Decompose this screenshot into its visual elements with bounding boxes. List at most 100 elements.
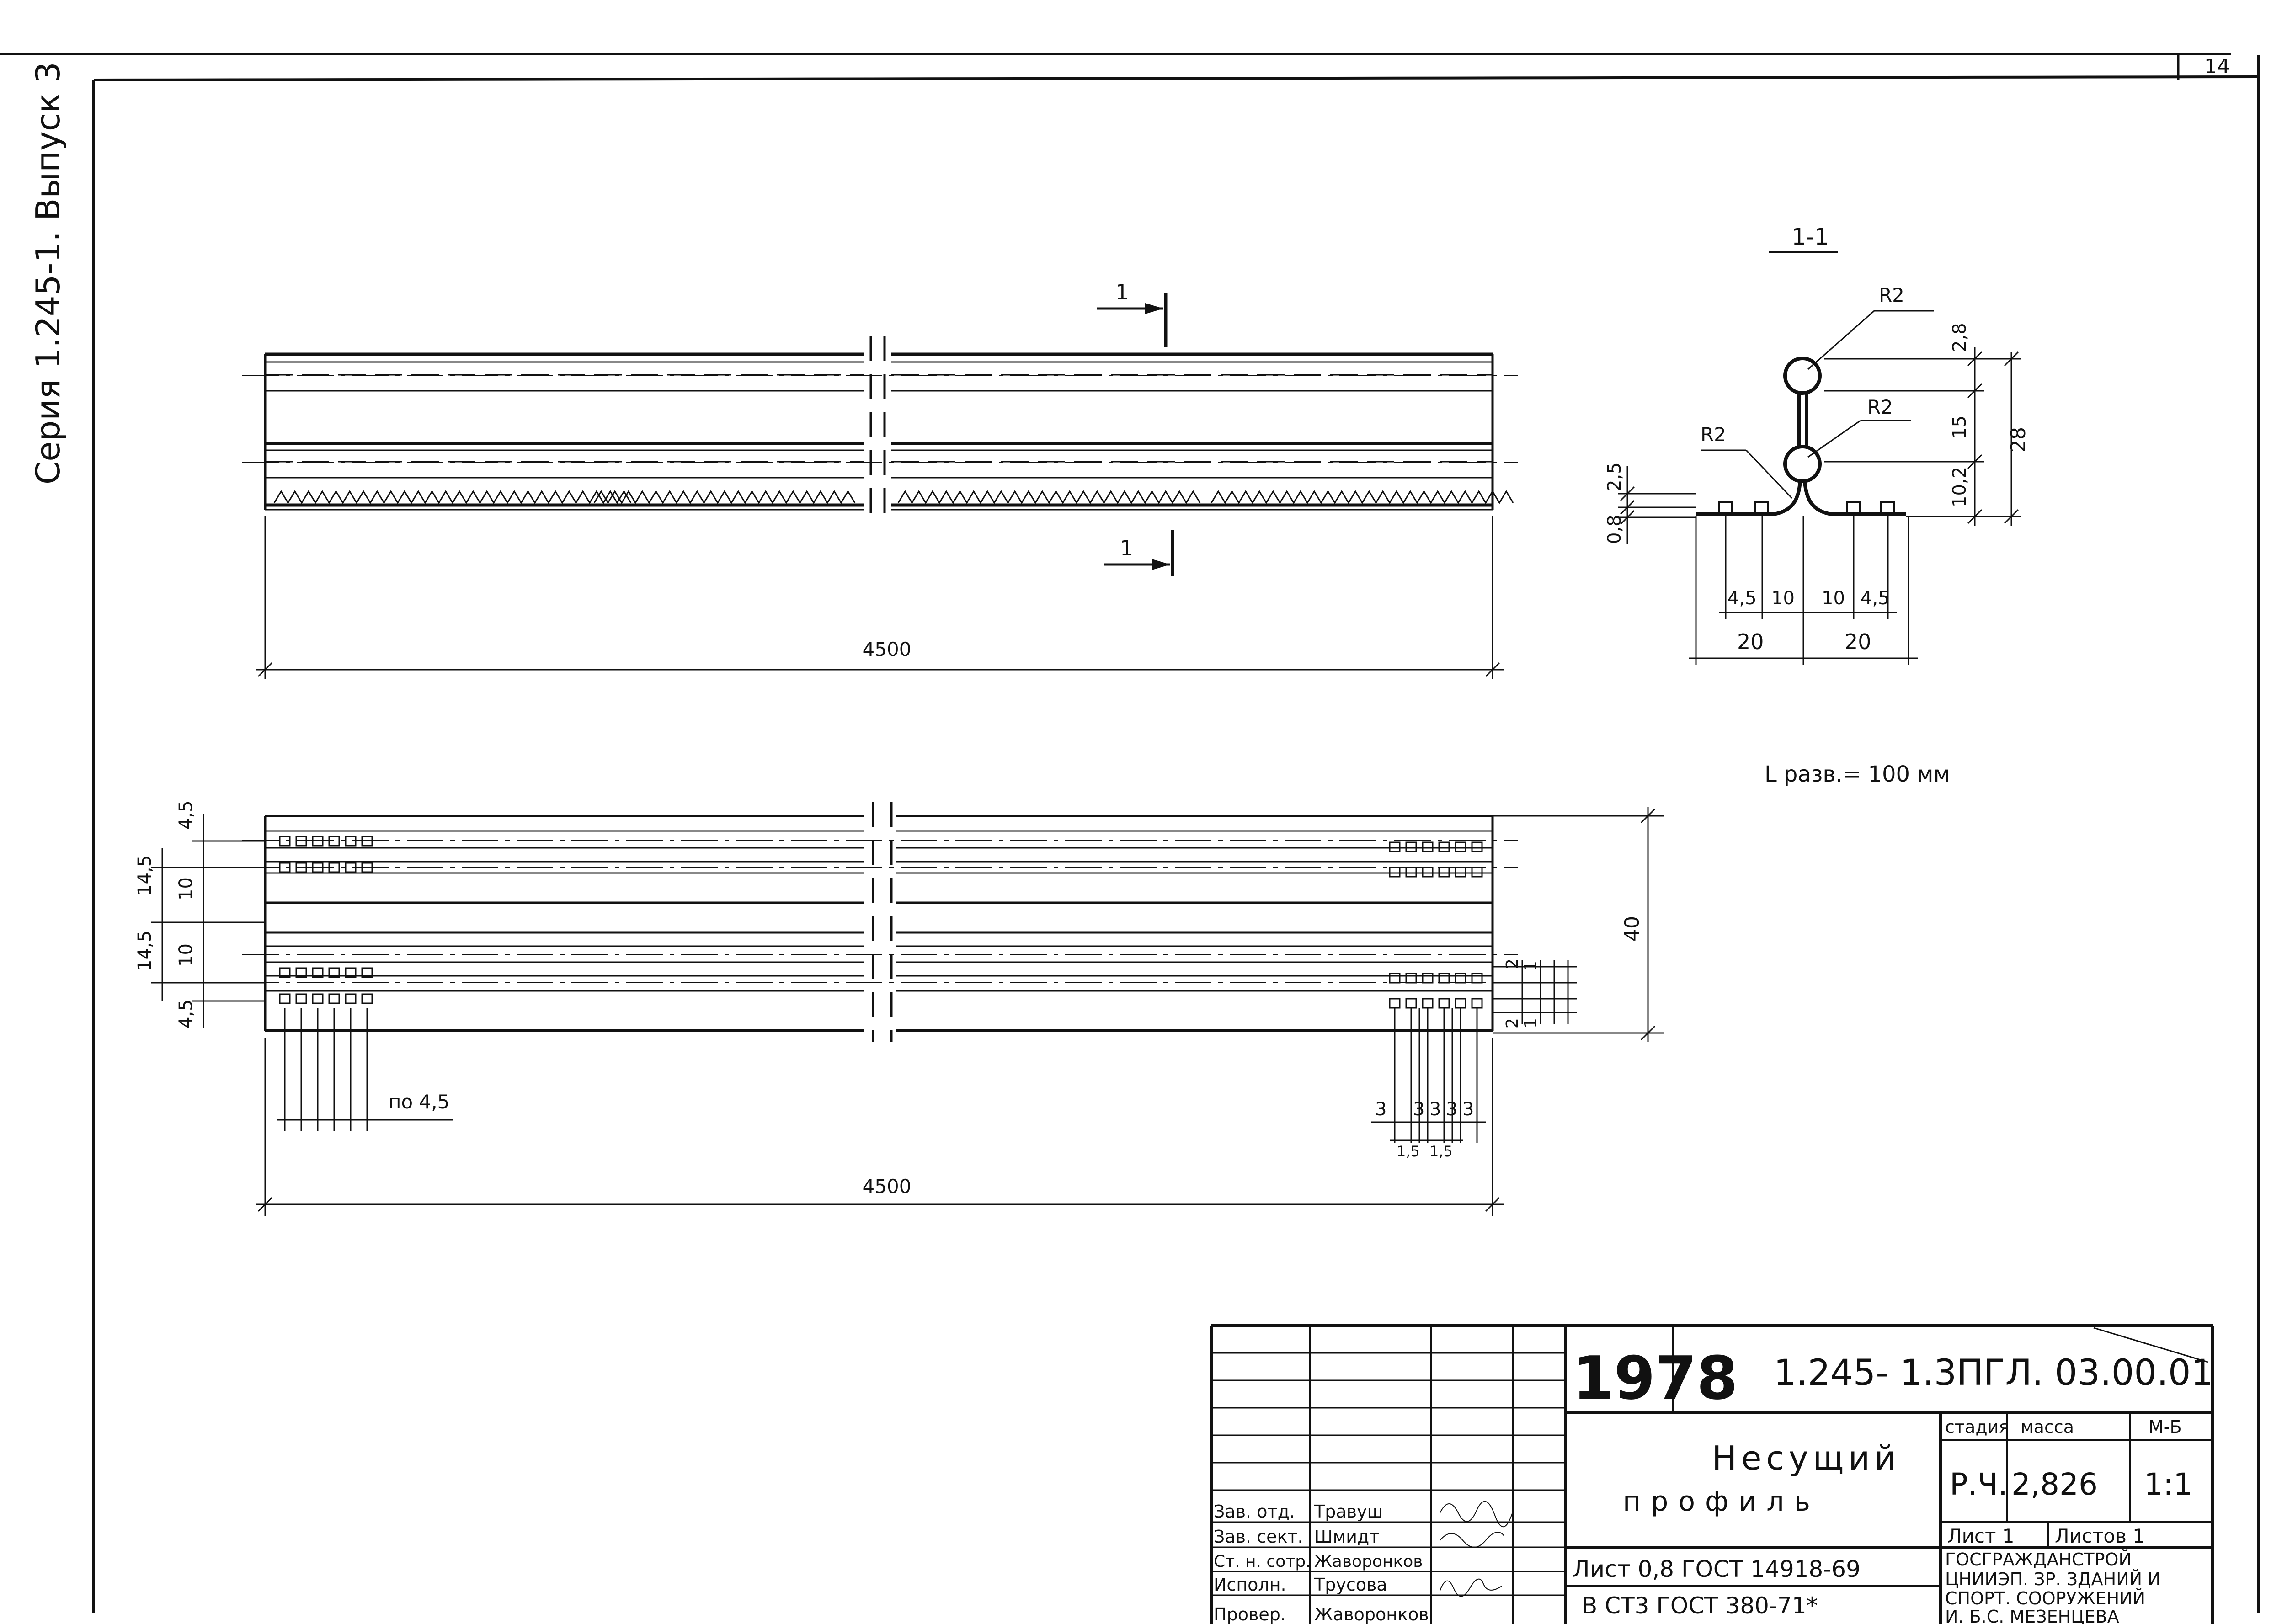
dim-10-2: 10,2 <box>1949 467 1970 507</box>
scale-header: М-Б <box>2149 1417 2182 1437</box>
hole-dim-3-5: 3 <box>1462 1099 1474 1120</box>
hole-dim-3-3: 3 <box>1429 1099 1441 1120</box>
dim-right-1-top: 1 <box>1521 961 1540 971</box>
name-5: Жаворонков <box>1314 1604 1429 1624</box>
section-mark-top: 1 <box>1097 280 1168 347</box>
scale-value: 1:1 <box>2144 1467 2192 1502</box>
top-profile-left <box>264 352 864 511</box>
bottom-height-dimension: 40 <box>1493 807 1664 1042</box>
name-2: Шмидт <box>1314 1527 1379 1547</box>
pitch-label: по 4,5 <box>389 1091 449 1113</box>
dim-left-4-5-bottom: 4,5 <box>176 999 197 1028</box>
section-title: 1-1 <box>1791 224 1829 250</box>
series-label: Серия 1.245-1. Выпуск 3 <box>29 62 67 485</box>
role-2: Зав. сект. <box>1214 1527 1303 1547</box>
mass-value: 2,826 <box>2011 1467 2098 1502</box>
material-line-2: В СТ3 ГОСТ 380-71* <box>1582 1592 1818 1619</box>
dim-left-14-5-bottom: 14,5 <box>134 931 155 971</box>
top-axis-lines <box>242 375 1518 463</box>
sheet-frame <box>0 53 2260 1613</box>
dim-left-14-5-top: 14,5 <box>134 855 155 896</box>
name-3: Жаворонков <box>1314 1552 1423 1571</box>
stage-header: стадия <box>1945 1417 2009 1437</box>
dim-right-2-bottom: 2 <box>1503 1018 1522 1028</box>
dim-0-8: 0,8 <box>1604 515 1625 544</box>
mass-header: масса <box>2021 1417 2074 1437</box>
dim-bottom-20-left: 20 <box>1737 629 1764 654</box>
radius-label-1: R2 <box>1879 284 1904 306</box>
section-mark-top-label: 1 <box>1115 280 1129 304</box>
title-year: 1978 <box>1573 1343 1738 1413</box>
sheet-label: Лист 1 <box>1947 1525 2015 1547</box>
name-1: Травуш <box>1314 1502 1383 1522</box>
org-line-4: И. Б.С. МЕЗЕНЦЕВА <box>1945 1607 2119 1624</box>
hole-dim-3-1: 3 <box>1375 1099 1386 1120</box>
top-length-label: 4500 <box>863 638 912 660</box>
dim-bottom-10-left: 10 <box>1771 588 1795 609</box>
title-block: 1978 1.245- 1.3ПГЛ. 03.00.01 Несущий про… <box>1210 1324 2214 1624</box>
material-line-1: Лист 0,8 ГОСТ 14918-69 <box>1573 1556 1861 1582</box>
sheets-label: Листов 1 <box>2055 1525 2145 1547</box>
holes-left-group <box>279 836 373 1004</box>
section-profile-shape <box>1696 357 1906 516</box>
dim-bottom-20-right: 20 <box>1845 629 1871 654</box>
dim-bottom-4-5-right: 4,5 <box>1861 588 1890 609</box>
hole-dim-1-5-right: 1,5 <box>1429 1143 1453 1160</box>
org-line-2: ЦНИИЭП. ЗР. ЗДАНИЙ И <box>1945 1569 2161 1589</box>
bottom-view: 4,5 14,5 10 14,5 10 4,5 по 4,5 <box>134 800 1664 1216</box>
holes-right-group <box>1389 841 1483 1009</box>
title-code: 1.245- 1.3ПГЛ. 03.00.01 <box>1774 1352 2213 1394</box>
top-length-dimension: 4500 <box>256 516 1504 679</box>
bottom-break-marks <box>872 802 893 1042</box>
dim-15: 15 <box>1949 415 1970 439</box>
dim-right-1-bottom: 1 <box>1521 1018 1540 1028</box>
role-5: Провер. <box>1214 1604 1286 1624</box>
bottom-profile-right <box>896 815 1494 1032</box>
bottom-axis-lines <box>242 840 1518 983</box>
dim-bottom-4-5-left: 4,5 <box>1727 588 1757 609</box>
dim-left-10-bottom: 10 <box>176 943 197 967</box>
title-name-line2: профиль <box>1623 1486 1820 1518</box>
dim-28: 28 <box>2007 427 2030 453</box>
section-bottom-dimensions: 4,5 10 10 4,5 20 20 <box>1689 516 1918 665</box>
section-mark-bottom-label: 1 <box>1120 536 1133 560</box>
hole-dim-3-2: 3 <box>1413 1099 1424 1120</box>
dim-2-5: 2,5 <box>1604 462 1625 491</box>
signature-marks <box>1440 1501 1514 1597</box>
top-profile-right <box>891 352 1514 511</box>
section-view: 1-1 R2 R2 R2 <box>1604 224 2030 787</box>
dim-left-10-top: 10 <box>176 877 197 900</box>
sheet-number: 14 <box>2204 55 2230 78</box>
pitch-dimension: по 4,5 <box>277 1008 453 1131</box>
radius-label-3: R2 <box>1701 423 1726 446</box>
stage-value: Р.Ч. <box>1950 1467 2008 1502</box>
bottom-right-hole-dimensions: 3 3 3 3 3 1,5 1,5 <box>1371 1008 1486 1160</box>
name-4: Трусова <box>1314 1575 1387 1595</box>
org-line-3: СПОРТ. СООРУЖЕНИЙ <box>1945 1588 2145 1608</box>
dim-2-8: 2,8 <box>1949 323 1970 352</box>
bottom-left-dimensions: 4,5 14,5 10 14,5 10 4,5 <box>134 800 265 1028</box>
top-view: 1 1 4500 <box>242 280 1518 679</box>
bottom-right-small-dimensions: 2 1 2 1 <box>1493 958 1577 1028</box>
developed-length: L разв.= 100 мм <box>1765 761 1950 787</box>
org-line-1: ГОСГРАЖДАНСТРОЙ <box>1945 1549 2132 1570</box>
radius-label-2: R2 <box>1867 396 1893 418</box>
height-40-label: 40 <box>1621 916 1644 942</box>
dim-right-2-top: 2 <box>1503 958 1522 969</box>
bottom-profile-left <box>264 815 864 1032</box>
dim-bottom-10-right: 10 <box>1822 588 1845 609</box>
section-radius-leaders: R2 R2 R2 <box>1701 284 1934 499</box>
section-left-dimensions: 2,5 0,8 <box>1604 462 1696 544</box>
hole-dim-1-5-left: 1,5 <box>1397 1143 1420 1160</box>
role-1: Зав. отд. <box>1214 1502 1295 1522</box>
dim-left-4-5-top: 4,5 <box>176 800 197 830</box>
section-mark-bottom: 1 <box>1104 530 1174 576</box>
top-break-marks <box>869 336 886 516</box>
section-right-dimensions: 2,8 15 10,2 28 <box>1824 323 2030 526</box>
role-3: Ст. н. сотр. <box>1214 1552 1311 1571</box>
title-name-line1: Несущий <box>1712 1439 1900 1477</box>
role-4: Исполн. <box>1214 1575 1286 1595</box>
bottom-length-dimension: 4500 <box>256 1038 1504 1216</box>
bottom-length-label: 4500 <box>863 1175 912 1198</box>
